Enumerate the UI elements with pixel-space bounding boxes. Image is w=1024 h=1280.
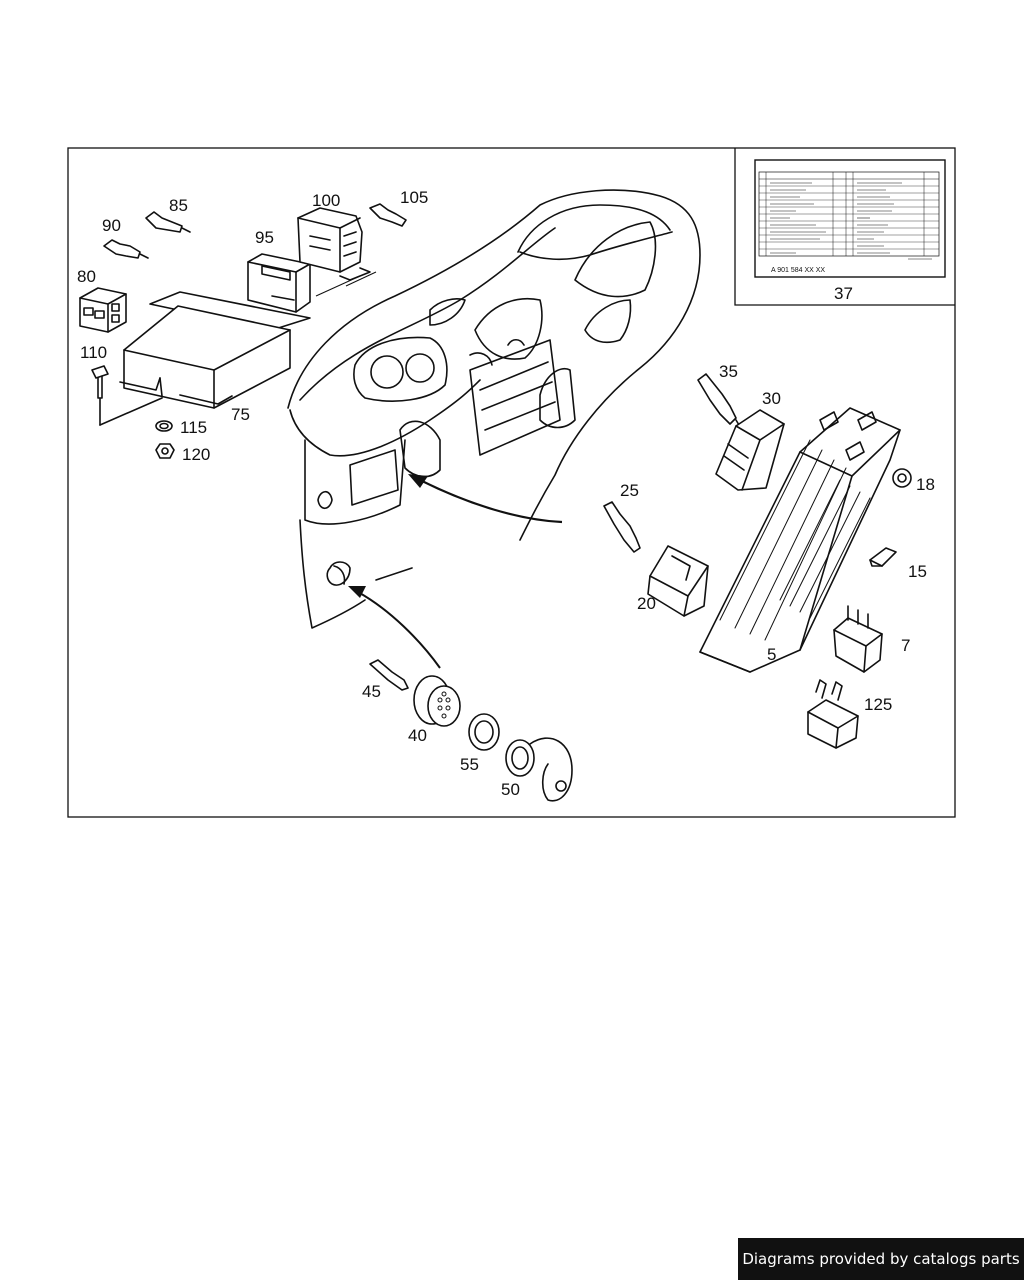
nut-120 — [155, 443, 175, 459]
bolt-110 — [91, 365, 163, 426]
pin-45 — [369, 659, 409, 691]
callout-15: 15 — [908, 562, 927, 581]
callout-110: 110 — [80, 343, 107, 362]
socket-40 — [413, 675, 461, 727]
connector-30 — [715, 409, 785, 491]
callout-105: 105 — [400, 188, 428, 207]
assembly-arrow-upper — [408, 474, 563, 524]
callout-20: 20 — [637, 594, 656, 613]
callout-5: 5 — [767, 645, 776, 664]
relay-125 — [807, 679, 859, 749]
cap-50 — [505, 737, 573, 802]
relay-block-80 — [79, 287, 127, 333]
label-card-part-number: A 901 584 XX XX — [771, 267, 825, 274]
label-card-table — [758, 171, 940, 260]
connector-95 — [247, 253, 311, 313]
diagram-frame — [67, 147, 956, 818]
callout-95: 95 — [255, 228, 274, 247]
washer-115 — [155, 420, 173, 432]
callout-35: 35 — [719, 362, 738, 381]
dashboard-assembly — [287, 189, 701, 629]
callout-45: 45 — [362, 682, 381, 701]
fuse-relay-box-5 — [699, 407, 901, 673]
callout-7: 7 — [901, 636, 910, 655]
callout-55: 55 — [460, 755, 479, 774]
terminal-25 — [603, 501, 641, 553]
terminal-85 — [145, 211, 191, 233]
callout-40: 40 — [408, 726, 427, 745]
relay-7 — [833, 605, 883, 673]
control-unit-75 — [119, 291, 311, 409]
callout-25: 25 — [620, 481, 639, 500]
callout-18: 18 — [916, 475, 935, 494]
terminal-105 — [369, 203, 407, 227]
socket-mounting-hole — [326, 561, 413, 586]
callout-37: 37 — [834, 284, 853, 303]
label-card — [754, 159, 946, 278]
callout-30: 30 — [762, 389, 781, 408]
callout-80: 80 — [77, 267, 96, 286]
terminal-35 — [697, 373, 743, 431]
callout-labels: 5 7 15 18 20 25 30 35 37 40 45 50 55 75 … — [77, 188, 935, 799]
label-card-inset: A 901 584 XX XX — [734, 148, 955, 306]
callout-85: 85 — [169, 196, 188, 215]
callout-100: 100 — [312, 191, 340, 210]
callout-90: 90 — [102, 216, 121, 235]
footer-credit: Diagrams provided by catalogs parts — [738, 1238, 1024, 1280]
callout-120: 120 — [182, 445, 210, 464]
nut-ring-55 — [468, 713, 500, 751]
callout-50: 50 — [501, 780, 520, 799]
grommet-18 — [892, 468, 912, 488]
callout-75: 75 — [231, 405, 250, 424]
callout-115: 115 — [180, 418, 207, 437]
connector-20 — [647, 545, 709, 617]
assembly-arrow-lower — [348, 586, 441, 669]
leader-lines-upper-left — [315, 271, 377, 297]
callout-125: 125 — [864, 695, 892, 714]
terminal-90 — [103, 239, 149, 259]
fuse-15 — [869, 547, 897, 567]
